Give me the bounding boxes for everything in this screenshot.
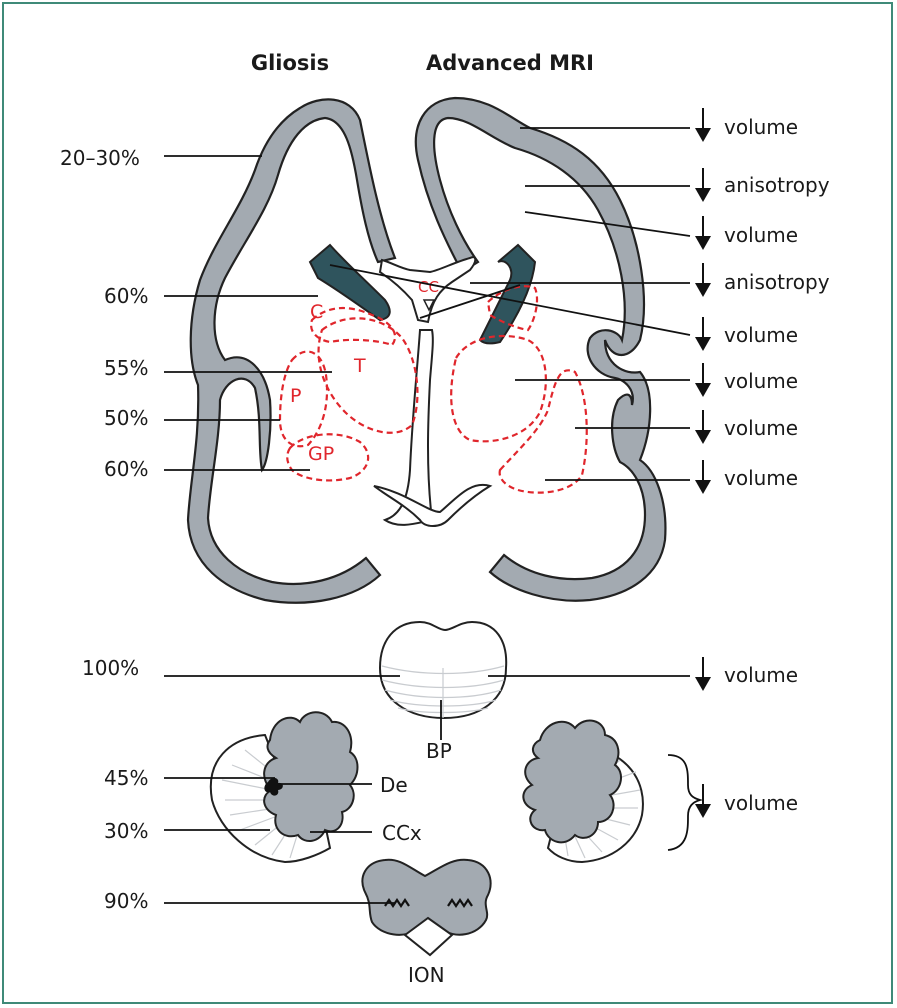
cerebellum-left [211, 712, 358, 862]
thalamus-left-region [319, 318, 418, 432]
putamen-region [280, 352, 327, 447]
cerebellum-right [523, 721, 643, 862]
pct-caudate: 60% [104, 284, 148, 308]
label-ccx: CCx [382, 821, 422, 845]
finding-thalamus-volume: volume [724, 369, 798, 393]
gliosis-percentages: 20–30% 60% 55% 50% 60% 100% 45% 30% 90% [60, 146, 148, 913]
right-cortex [416, 98, 666, 601]
finding-cerebellum-volume: volume [724, 791, 798, 815]
inferior-olive [362, 860, 490, 955]
finding-caudate-volume: volume [724, 323, 798, 347]
pct-putamen: 50% [104, 406, 148, 430]
cerebellum-brace [668, 755, 700, 850]
label-p: P [290, 385, 301, 407]
label-de: De [380, 773, 408, 797]
finding-putamen-volume: volume [724, 416, 798, 440]
label-t: T [353, 355, 366, 377]
arrow-down-icon [695, 410, 711, 444]
arrow-down-icon [695, 168, 711, 202]
right-basal-ganglia-region [500, 370, 587, 492]
coronal-section [188, 98, 665, 603]
arrow-down-icon [695, 363, 711, 397]
pct-pons: 100% [82, 656, 139, 680]
finding-pallidum-volume: volume [724, 466, 798, 490]
pons [380, 622, 506, 718]
finding-wm-anisotropy: anisotropy [724, 173, 830, 197]
label-gp: GP [308, 443, 334, 465]
arrow-down-icon [695, 460, 711, 494]
finding-wm-volume: volume [724, 223, 798, 247]
right-thalamus-region [451, 336, 546, 441]
header-advanced-mri: Advanced MRI [426, 51, 594, 75]
arrow-down-icon [695, 263, 711, 297]
right-ventricle [480, 245, 535, 343]
header-gliosis: Gliosis [251, 51, 329, 75]
label-c: C [310, 301, 323, 323]
pct-dentate: 45% [104, 766, 148, 790]
pct-globus-pallidus: 60% [104, 457, 148, 481]
down-arrows [695, 108, 711, 818]
finding-cortex-volume: volume [724, 115, 798, 139]
finding-pons-volume: volume [724, 663, 798, 687]
arrow-down-icon [695, 108, 711, 142]
arrow-down-icon [695, 216, 711, 250]
label-cc: CC [418, 278, 439, 296]
arrow-down-icon [695, 317, 711, 351]
pct-thalamus: 55% [104, 356, 148, 380]
finding-cc-anisotropy: anisotropy [724, 270, 830, 294]
label-ion: ION [408, 963, 445, 987]
label-bp: BP [426, 739, 452, 763]
pct-ion: 90% [104, 889, 148, 913]
arrow-down-icon [695, 657, 711, 691]
mri-findings: volume anisotropy volume anisotropy volu… [724, 115, 830, 815]
left-cortex [188, 99, 395, 602]
pct-cortex: 20–30% [60, 146, 140, 170]
pct-cerebellar-cortex: 30% [104, 819, 148, 843]
